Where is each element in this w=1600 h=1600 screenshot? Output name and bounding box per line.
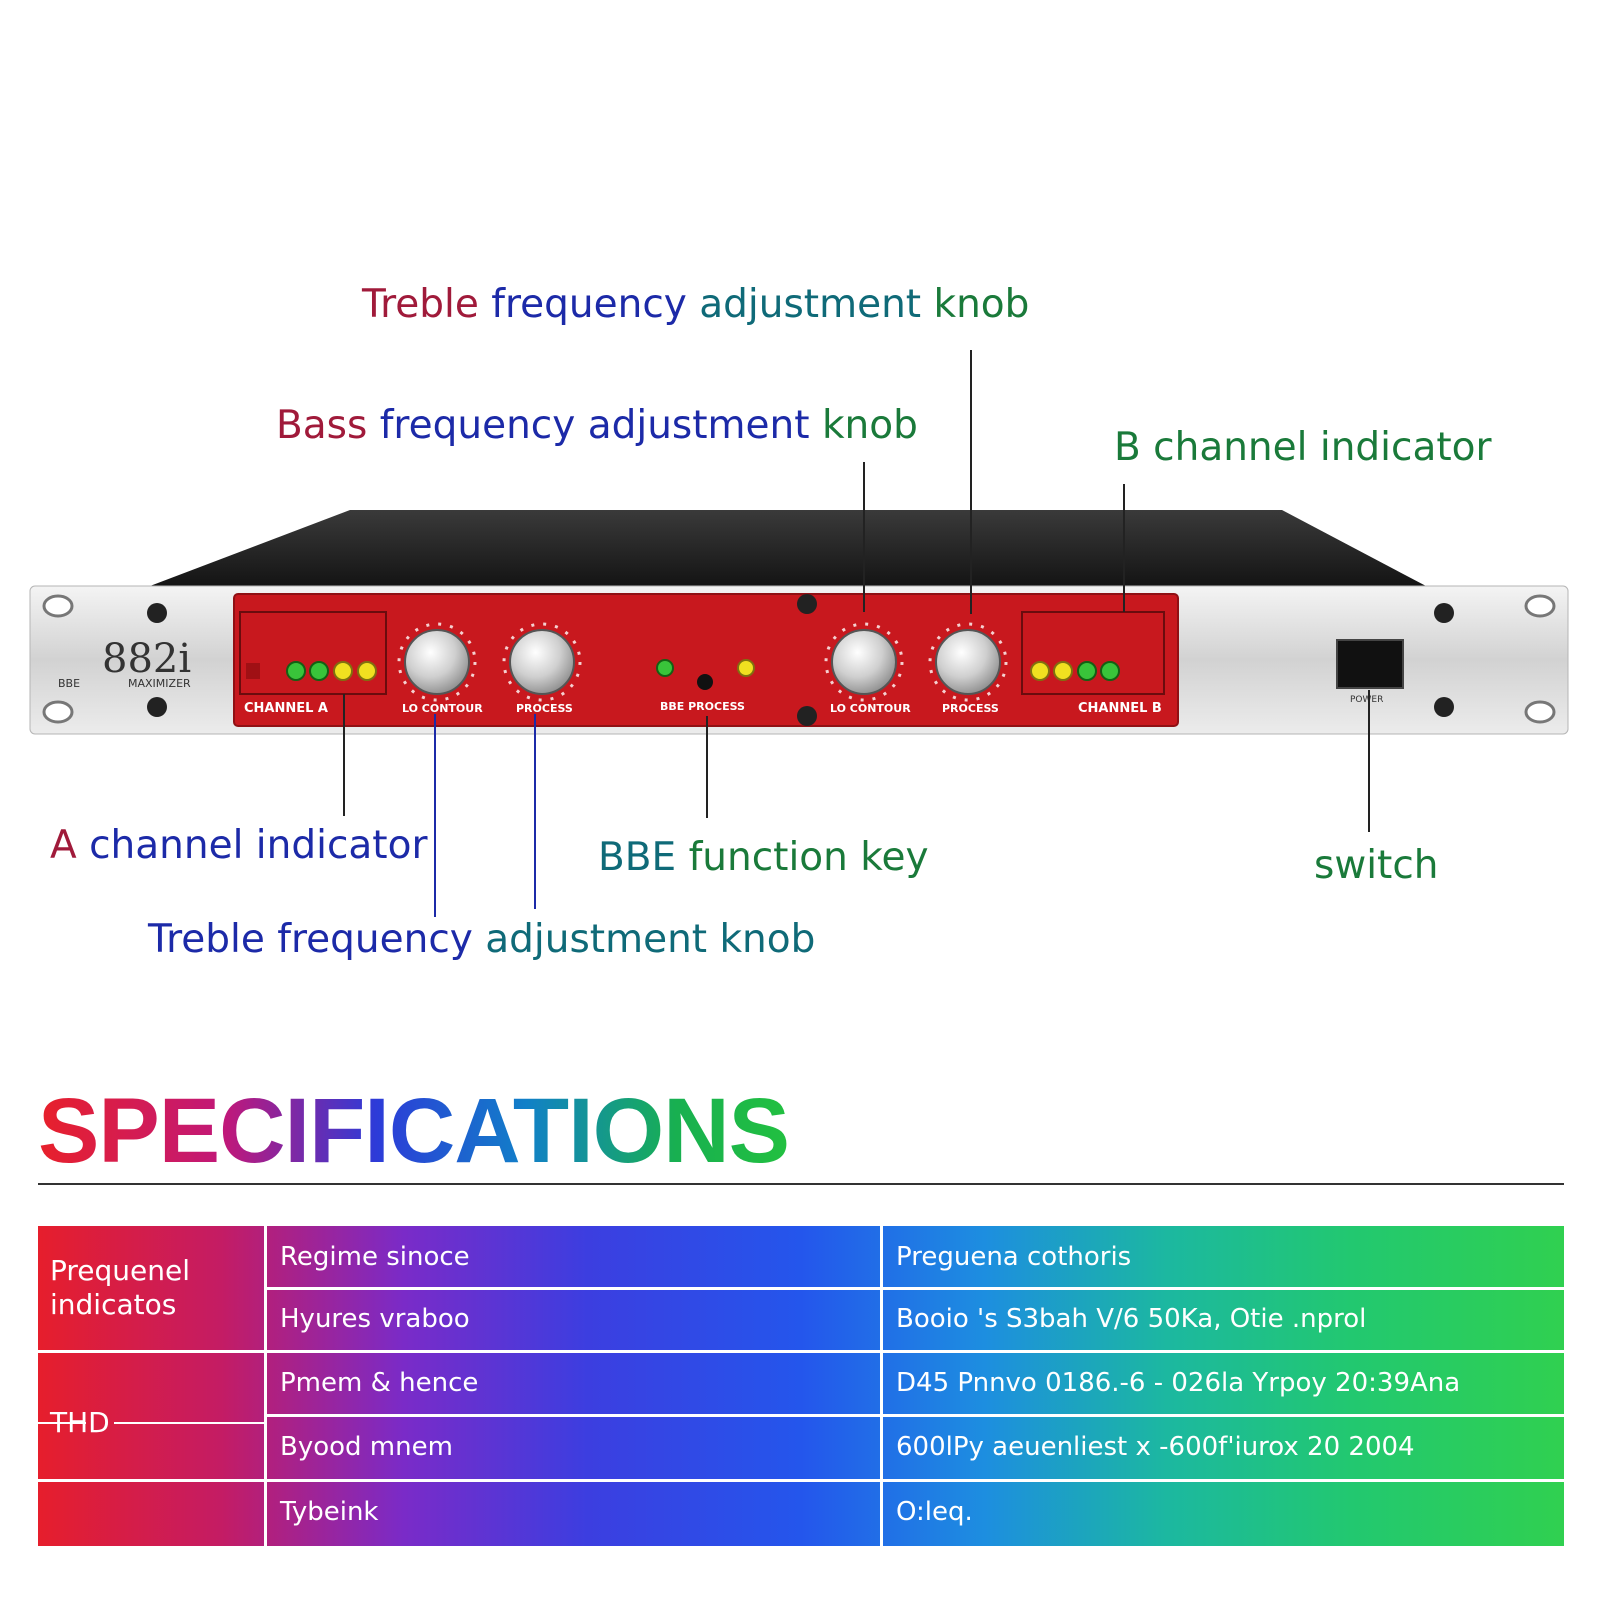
channel-b-process-knob[interactable] bbox=[928, 622, 1008, 702]
channel-a-led bbox=[357, 661, 377, 681]
callout-word: channel indicator bbox=[1153, 425, 1492, 470]
spec-value: Preguena cothoris bbox=[896, 1242, 1132, 1272]
leader-line bbox=[434, 714, 436, 917]
callout-bass-knob: Bass frequency adjustment knob bbox=[276, 406, 918, 445]
table-divider bbox=[264, 1287, 1564, 1290]
channel-b-led bbox=[1030, 661, 1050, 681]
callout-b-channel-indicator: B channel indicator bbox=[1114, 428, 1492, 467]
leader-line bbox=[343, 694, 345, 816]
power-label: POWER bbox=[1350, 695, 1383, 705]
spec-value: O:leq. bbox=[896, 1497, 973, 1527]
channel-a-led bbox=[333, 661, 353, 681]
title-divider bbox=[38, 1183, 1564, 1185]
knob-label: LO CONTOUR bbox=[402, 702, 483, 715]
rack-hole bbox=[42, 700, 74, 724]
callout-word: frequency bbox=[379, 403, 588, 448]
model-number: 882i bbox=[102, 636, 191, 682]
spec-name: Pmem & hence bbox=[280, 1368, 479, 1398]
bbe-led-left bbox=[656, 659, 674, 677]
rack-hole bbox=[1524, 594, 1556, 618]
callout-word: adjustment bbox=[699, 282, 934, 327]
callout-word: BBE bbox=[598, 835, 689, 880]
rack-hole bbox=[1524, 700, 1556, 724]
channel-a-led bbox=[286, 661, 306, 681]
audio-processor-unit: 882i BBE MAXIMIZER CHANNEL A CHANNEL B L… bbox=[29, 510, 1569, 735]
bbe-process-label: BBE PROCESS bbox=[660, 700, 745, 713]
knob-label: PROCESS bbox=[942, 702, 999, 715]
channel-a-process-knob[interactable] bbox=[502, 622, 582, 702]
callout-word: channel indicator bbox=[89, 823, 428, 868]
channel-b-led bbox=[1053, 661, 1073, 681]
brand-left: BBE bbox=[58, 677, 80, 690]
spec-name: Hyures vraboo bbox=[280, 1304, 470, 1334]
group-label: THD bbox=[50, 1406, 110, 1439]
screw bbox=[147, 603, 167, 623]
spec-name: Regime sinoce bbox=[280, 1242, 470, 1272]
callout-word: function key bbox=[688, 835, 929, 880]
leader-line bbox=[534, 714, 536, 909]
channel-b-led bbox=[1077, 661, 1097, 681]
table-divider bbox=[38, 1350, 1564, 1353]
leader-line bbox=[706, 716, 708, 818]
bbe-led-right bbox=[737, 659, 755, 677]
screw bbox=[1434, 697, 1454, 717]
device-illustration: 882i BBE MAXIMIZER CHANNEL A CHANNEL B L… bbox=[0, 0, 1600, 780]
callout-word: knob bbox=[821, 403, 918, 448]
device-top-case bbox=[150, 510, 1426, 586]
brand-right: MAXIMIZER bbox=[128, 677, 191, 690]
leader-line bbox=[1368, 690, 1370, 832]
screw bbox=[797, 706, 817, 726]
channel-b-box bbox=[1021, 611, 1165, 695]
callout-bottom-treble-knob: Treble frequency adjustment knob bbox=[148, 920, 815, 959]
callout-word: adjustment bbox=[587, 403, 822, 448]
channel-a-lo-contour-knob[interactable] bbox=[397, 622, 477, 702]
channel-b-label: CHANNEL B bbox=[1078, 701, 1162, 716]
callout-word: adjustment knob bbox=[485, 917, 816, 962]
channel-a-led bbox=[309, 661, 329, 681]
channel-a-label: CHANNEL A bbox=[244, 701, 328, 716]
channel-b-led bbox=[1100, 661, 1120, 681]
callout-top-treble-knob: Treble frequency adjustment knob bbox=[362, 285, 1029, 324]
table-divider bbox=[880, 1226, 883, 1546]
leader-line bbox=[863, 462, 865, 612]
table-divider bbox=[38, 1422, 86, 1424]
channel-b-lo-contour-knob[interactable] bbox=[824, 622, 904, 702]
bbe-function-key[interactable] bbox=[697, 674, 713, 690]
table-divider bbox=[114, 1422, 264, 1424]
callout-word: knob bbox=[933, 282, 1030, 327]
screw bbox=[1434, 603, 1454, 623]
leader-line bbox=[970, 350, 972, 614]
channel-a-small-led bbox=[246, 663, 260, 679]
screw bbox=[797, 594, 817, 614]
spec-value: 600lPy aeuenliest x -600f'iurox 20 2004 bbox=[896, 1432, 1415, 1462]
callout-word: A bbox=[50, 823, 90, 868]
table-divider bbox=[264, 1226, 267, 1546]
channel-a-box bbox=[239, 611, 387, 695]
callout-switch: switch bbox=[1314, 843, 1439, 888]
specifications-title: SPECIFICATIONS bbox=[38, 1080, 790, 1182]
callout-bbe-function-key: BBE function key bbox=[598, 838, 929, 877]
callout-word: frequency bbox=[491, 282, 700, 327]
callout-word: Treble bbox=[362, 282, 492, 327]
power-switch[interactable] bbox=[1336, 639, 1404, 689]
callout-word: Bass bbox=[276, 403, 380, 448]
spec-name: Byood mnem bbox=[280, 1432, 453, 1462]
table-divider bbox=[38, 1479, 1564, 1482]
table-divider bbox=[264, 1414, 1564, 1417]
leader-line bbox=[1123, 484, 1125, 612]
spec-value: D45 Pnnvo 0186.-6 - 026la Yrpoy 20:39Ana bbox=[896, 1368, 1461, 1398]
spec-name: Tybeink bbox=[280, 1497, 379, 1527]
knob-label: LO CONTOUR bbox=[830, 702, 911, 715]
callout-word: B bbox=[1114, 425, 1154, 470]
callout-word: Treble frequency bbox=[148, 917, 486, 962]
callout-a-channel-indicator: A channel indicator bbox=[50, 826, 427, 865]
group-label: Prequenel indicatos bbox=[50, 1254, 191, 1321]
rack-hole bbox=[42, 594, 74, 618]
spec-value: Booio 's S3bah V/6 50Ka, Otie .nprol bbox=[896, 1304, 1367, 1334]
specifications-table: Prequenel indicatos THD Regime sinoce Pr… bbox=[38, 1226, 1564, 1546]
knob-label: PROCESS bbox=[516, 702, 573, 715]
screw bbox=[147, 697, 167, 717]
